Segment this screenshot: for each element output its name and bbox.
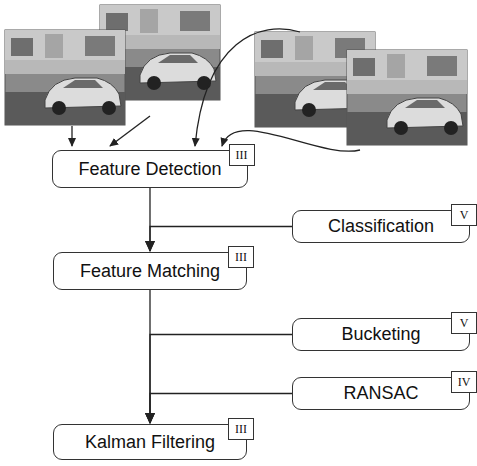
- step-label: Feature Detection: [72, 159, 227, 180]
- flow-arrow: [150, 394, 292, 424]
- step-label: Classification: [322, 216, 440, 237]
- step-label: RANSAC: [337, 383, 424, 404]
- process-box: Kalman FilteringIII: [53, 424, 247, 460]
- section-number: III: [229, 144, 255, 166]
- step-label: Feature Matching: [74, 261, 226, 282]
- flow-arrow: [150, 335, 292, 424]
- step-label: Bucketing: [335, 324, 426, 345]
- process-box: Feature DetectionIII: [52, 150, 247, 188]
- section-number: V: [451, 312, 477, 334]
- process-box: Feature MatchingIII: [53, 252, 247, 290]
- process-box: RANSACIV: [292, 377, 470, 410]
- step-label: Kalman Filtering: [79, 432, 221, 453]
- flow-arrow: [150, 227, 292, 252]
- section-number: V: [451, 204, 477, 226]
- section-number: IV: [451, 371, 477, 393]
- process-box: ClassificationV: [292, 210, 470, 243]
- section-number: III: [228, 246, 254, 268]
- section-number: III: [228, 418, 254, 440]
- process-box: BucketingV: [292, 318, 470, 351]
